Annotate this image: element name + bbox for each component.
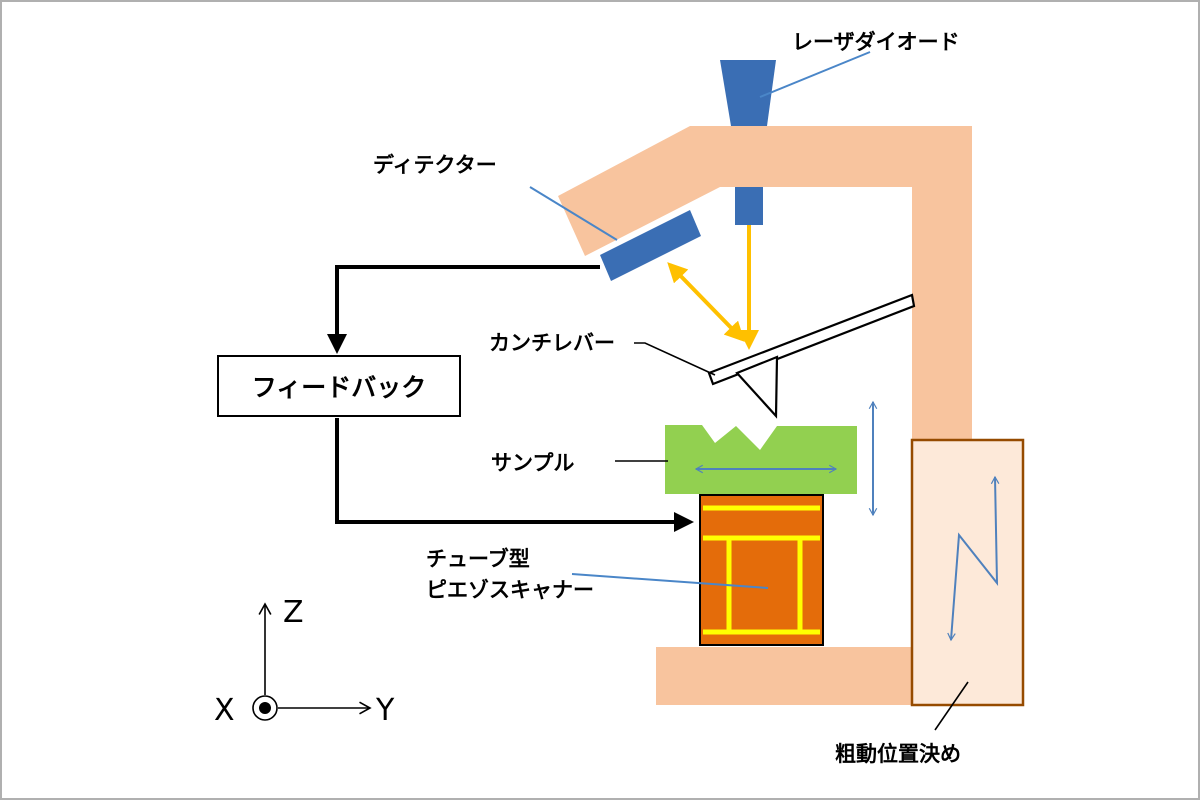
cantilever-leader <box>634 342 716 376</box>
detector-label: ディテクター <box>373 153 497 177</box>
cantilever-label: カンチレバー <box>489 331 615 355</box>
scanner-body <box>699 494 824 646</box>
feedback-label: フィードバック <box>252 373 427 402</box>
z-axis-label: Z <box>283 595 304 630</box>
frame-arm <box>558 126 972 440</box>
coordinate-axes: Z X Y <box>214 595 395 728</box>
cantilever <box>707 293 916 419</box>
coarse-positioner-box <box>910 438 1025 707</box>
y-axis-label: Y <box>375 693 395 728</box>
laser-beam-reflected <box>667 262 745 342</box>
laser-diode-label: レーザダイオード <box>792 30 960 54</box>
coarse-motion-arrow <box>947 475 1000 642</box>
coarse-positioner-leader <box>934 681 969 731</box>
coarse-positioner <box>910 438 1025 707</box>
scanner-label-line2: ピエゾスキャナー <box>426 578 594 602</box>
x-axis-label: X <box>214 693 235 728</box>
laser-diode-emitter <box>735 187 763 225</box>
instrument-frame <box>558 126 972 705</box>
tube-piezo-scanner <box>699 494 824 646</box>
feedback-signal-out-arrow <box>335 418 694 532</box>
laser-diode-leader <box>759 51 871 98</box>
leader-lines <box>529 51 969 731</box>
frame-base <box>656 647 912 705</box>
detector <box>600 210 701 281</box>
coarse-positioning-label: 粗動位置決め <box>835 742 961 766</box>
sample <box>665 425 857 494</box>
detector-leader <box>529 186 618 241</box>
cantilever-beam <box>707 293 916 386</box>
feedback-loop: フィードバック <box>217 265 694 532</box>
sample-label: サンプル <box>491 451 574 475</box>
feedback-signal-in-arrow <box>327 265 600 354</box>
cantilever-tip <box>735 355 779 419</box>
laser-diode-body <box>720 60 776 126</box>
scanner-label-line1: チューブ型 <box>426 547 530 571</box>
feedback-box <box>217 355 461 417</box>
laser-diode <box>720 60 776 225</box>
x-axis-dot-icon <box>259 702 271 714</box>
scanner-leader <box>571 573 769 589</box>
